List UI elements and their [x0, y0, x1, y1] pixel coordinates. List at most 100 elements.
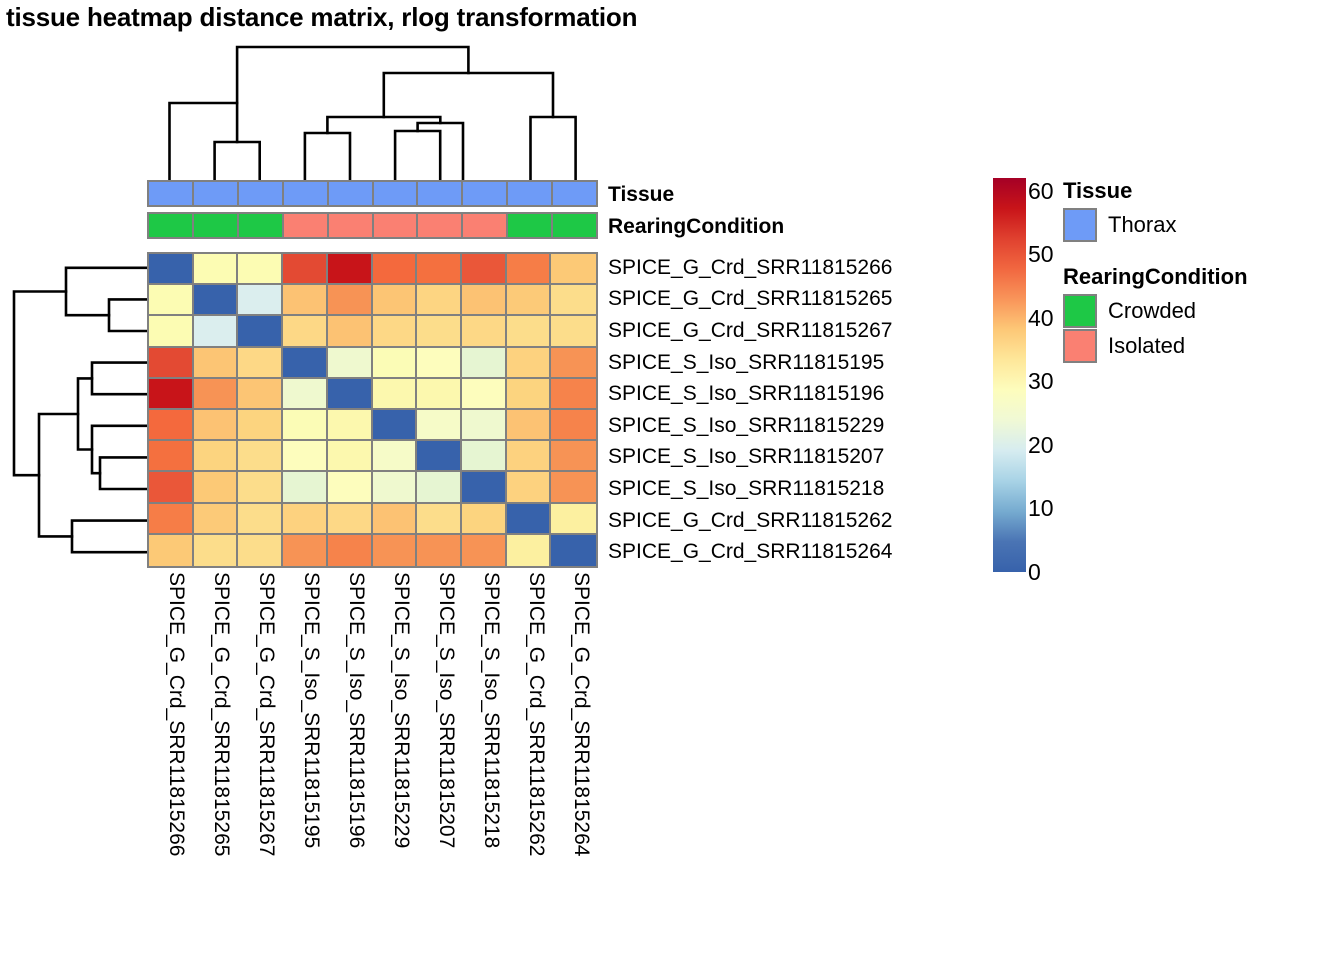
heatmap-cell: [551, 378, 596, 410]
annotation-label-tissue: Tissue: [608, 183, 675, 206]
heatmap-cell: [506, 347, 552, 379]
heatmap-cell: [283, 441, 328, 473]
heatmap-row-label: SPICE_S_Iso_SRR11815207: [608, 445, 885, 469]
annotation-tissue-cell: [508, 182, 554, 205]
heatmap-cell: [327, 285, 373, 317]
heatmap-column-label: SPICE_S_Iso_SRR11815207: [435, 572, 459, 849]
heatmap-cell: [283, 534, 328, 566]
heatmap-cell: [149, 534, 194, 566]
heatmap-cell: [417, 503, 462, 535]
heatmap-cell: [461, 378, 507, 410]
heatmap-cell: [238, 441, 284, 473]
heatmap-cell: [506, 378, 552, 410]
heatmap-cell: [372, 410, 418, 442]
heatmap-cell: [417, 441, 462, 473]
heatmap-cell: [149, 503, 194, 535]
legend-swatch: [1063, 208, 1097, 242]
heatmap-cell: [238, 534, 284, 566]
legend-item-label: Crowded: [1108, 298, 1197, 323]
annotation-label-rearingcondition: RearingCondition: [608, 215, 785, 238]
annotation-tissue-cell: [149, 182, 194, 205]
heatmap-column-label-slot: SPICE_G_Crd_SRR11815267: [237, 572, 282, 960]
heatmap-cell: [283, 254, 328, 286]
heatmap-column-label-slot: SPICE_G_Crd_SRR11815266: [147, 572, 192, 960]
heatmap-cell: [327, 347, 373, 379]
heatmap-row-label: SPICE_G_Crd_SRR11815264: [608, 540, 893, 564]
heatmap-column-label-slot: SPICE_G_Crd_SRR11815264: [553, 572, 598, 960]
heatmap-column-label-slot: SPICE_G_Crd_SRR11815265: [192, 572, 237, 960]
legend-item-label: Thorax: [1108, 212, 1177, 237]
heatmap-cell: [417, 316, 462, 348]
heatmap-row-label: SPICE_G_Crd_SRR11815266: [608, 255, 893, 279]
annotation-rearing-cell: [283, 214, 329, 237]
annotation-rearing-cell: [193, 214, 239, 237]
heatmap-cell: [193, 316, 239, 348]
heatmap-cell: [506, 441, 552, 473]
heatmap-cell: [327, 410, 373, 442]
heatmap-cell: [327, 534, 373, 566]
heatmap-cell: [327, 441, 373, 473]
heatmap-row-label: SPICE_S_Iso_SRR11815196: [608, 382, 885, 406]
heatmap-cell: [551, 254, 596, 286]
annotation-rearing-cell: [238, 214, 284, 237]
annotation-rearing-cell: [463, 214, 509, 237]
heatmap-cell: [506, 316, 552, 348]
annotation-rearing-cell: [328, 214, 374, 237]
heatmap-cell: [283, 285, 328, 317]
heatmap-cell: [283, 410, 328, 442]
heatmap-cell: [238, 254, 284, 286]
heatmap-column-label-slot: SPICE_S_Iso_SRR11815218: [463, 572, 508, 960]
heatmap-cell: [461, 347, 507, 379]
heatmap-cell: [193, 472, 239, 504]
heatmap-cell: [372, 503, 418, 535]
heatmap-cell: [238, 347, 284, 379]
heatmap-cell: [149, 347, 194, 379]
heatmap-cell: [506, 472, 552, 504]
heatmap-cell: [283, 347, 328, 379]
legend-item[interactable]: Thorax: [1063, 208, 1333, 242]
colorbar-tick-label: 60: [1028, 177, 1054, 204]
heatmap-cell: [149, 441, 194, 473]
heatmap-cell: [461, 410, 507, 442]
heatmap-column-label: SPICE_S_Iso_SRR11815229: [390, 572, 414, 849]
column-dendrogram-svg: [168, 45, 577, 185]
heatmap-cell: [551, 347, 596, 379]
annotation-tissue-cell: [238, 182, 284, 205]
legend-swatch: [1063, 329, 1097, 363]
heatmap-cell: [193, 503, 239, 535]
heatmap-cell: [551, 503, 596, 535]
heatmap-cell: [551, 316, 596, 348]
heatmap-column-label: SPICE_G_Crd_SRR11815262: [525, 572, 549, 857]
heatmap-cell: [327, 378, 373, 410]
legend-item[interactable]: Isolated: [1063, 329, 1333, 363]
heatmap-cell: [193, 254, 239, 286]
heatmap-cell: [372, 534, 418, 566]
column-dendrogram: [147, 45, 598, 185]
heatmap-grid: [147, 252, 598, 568]
legend-swatch: [1063, 294, 1097, 328]
heatmap-cell: [461, 316, 507, 348]
heatmap-cell: [283, 378, 328, 410]
heatmap-cell: [551, 410, 596, 442]
heatmap-cell: [506, 534, 552, 566]
heatmap-cell: [327, 316, 373, 348]
heatmap-cell: [461, 534, 507, 566]
annotation-rearing-cell: [149, 214, 194, 237]
colorbar-tick-label: 30: [1028, 368, 1054, 395]
heatmap-row-label: SPICE_S_Iso_SRR11815218: [608, 476, 885, 500]
colorbar-tick-label: 10: [1028, 495, 1054, 522]
heatmap-cell: [149, 378, 194, 410]
heatmap-cell: [238, 472, 284, 504]
annotation-tissue-cell: [283, 182, 329, 205]
heatmap-cell: [461, 472, 507, 504]
legend-item[interactable]: Crowded: [1063, 294, 1333, 328]
heatmap-cell: [417, 347, 462, 379]
heatmap-column-label-slot: SPICE_S_Iso_SRR11815196: [327, 572, 372, 960]
heatmap-column-label-slot: SPICE_G_Crd_SRR11815262: [508, 572, 553, 960]
page-title: tissue heatmap distance matrix, rlog tra…: [6, 2, 638, 32]
heatmap-cell: [417, 472, 462, 504]
heatmap-cell: [238, 285, 284, 317]
heatmap-cell: [238, 316, 284, 348]
heatmap-cell: [193, 347, 239, 379]
